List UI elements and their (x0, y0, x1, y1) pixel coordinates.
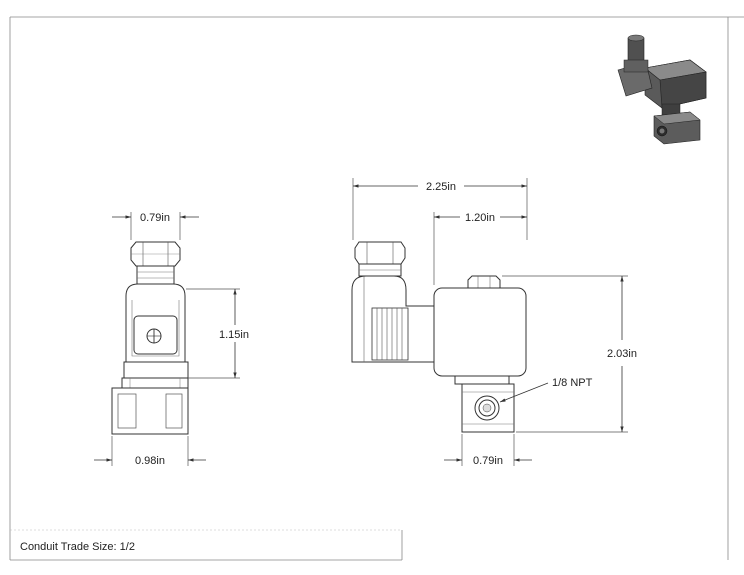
isometric-preview-image (617, 34, 707, 145)
dim-side-body-width: 0.79in (473, 455, 503, 467)
dim-front-top-width: 0.79in (140, 212, 170, 224)
dim-front-bottom-width: 0.98in (135, 455, 165, 467)
dim-side-port-label: 1/8 NPT (552, 377, 593, 389)
dim-front-height: 1.15in (219, 329, 249, 341)
dim-side-overall-height: 2.03in (607, 348, 637, 360)
sheet-border (9, 16, 744, 561)
side-dimensions (352, 178, 628, 466)
front-dimensions (94, 212, 240, 466)
side-view (351, 241, 527, 433)
connector-ribs (371, 307, 409, 361)
dim-side-overall-width: 2.25in (426, 181, 456, 193)
dim-side-coil-width: 1.20in (465, 212, 495, 224)
front-view (111, 241, 189, 435)
conduit-trade-size-label: Conduit Trade Size: 1/2 (20, 541, 135, 553)
